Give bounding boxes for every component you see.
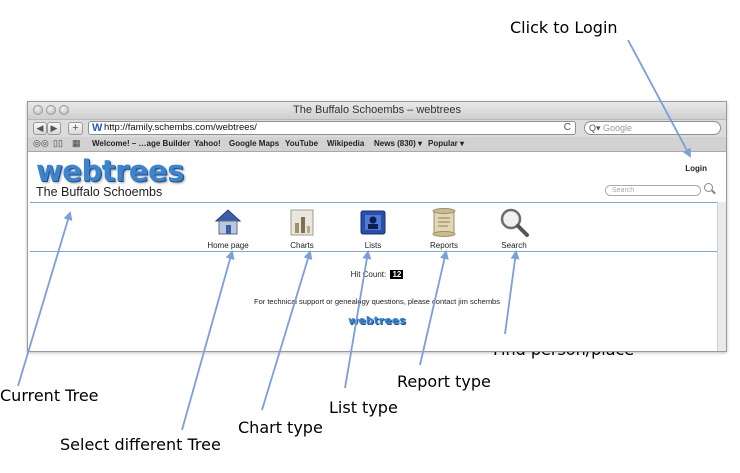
browser-search-input[interactable]: Q▾ Google [584, 121, 721, 135]
menu-search[interactable]: Search [484, 207, 544, 250]
annotation-list-type: List type [329, 398, 398, 417]
bookmark-welcome[interactable]: Welcome! – …age Builder [92, 139, 191, 148]
menu-reports-label: Reports [429, 241, 458, 250]
add-bookmark-button[interactable]: + [68, 122, 83, 135]
address-bar[interactable]: W http://family.schembs.com/webtrees/ C [88, 121, 576, 135]
arrow-current-tree [17, 211, 73, 387]
annotation-select-tree: Select different Tree [60, 435, 221, 454]
header-divider [30, 202, 718, 203]
zoom-window-button[interactable] [59, 105, 69, 115]
bookmark-popular[interactable]: Popular ▾ [428, 139, 465, 148]
menu-lists[interactable]: Lists [343, 207, 403, 250]
hit-count-value: 12 [390, 270, 404, 279]
bookmarks-bar: ◎◎ ▯▯ ▦ Welcome! – …age Builder Yahoo! G… [28, 137, 726, 152]
bookmark-wikipedia[interactable]: Wikipedia [327, 139, 365, 148]
footer-logo[interactable]: webtrees [348, 314, 406, 327]
scroll-icon [429, 207, 459, 237]
webtrees-page: webtrees The Buffalo Schoembs Login Sear… [28, 152, 726, 351]
browser-search-placeholder: Google [603, 123, 633, 133]
search-icon: Q▾ [589, 123, 601, 133]
reload-icon[interactable]: C [563, 122, 571, 133]
back-button[interactable]: ◀ [33, 122, 47, 135]
menu-reports[interactable]: Reports [414, 207, 474, 250]
house-icon [213, 207, 243, 237]
support-text: For technical support or genealogy quest… [254, 297, 500, 306]
close-window-button[interactable] [33, 105, 43, 115]
bookmark-news[interactable]: News (830) ▾ [374, 139, 423, 148]
arrow-report-type [419, 250, 449, 366]
bookmark-youtube[interactable]: YouTube [285, 139, 319, 148]
menu-home[interactable]: Home page [198, 207, 258, 250]
annotation-chart-type: Chart type [238, 418, 323, 437]
menu-search-label: Search [501, 241, 527, 250]
reading-glasses-icon[interactable]: ◎◎ [33, 138, 49, 148]
window-title: The Buffalo Schoembs – webtrees [293, 104, 461, 116]
annotation-current-tree: Current Tree [0, 386, 99, 405]
login-link[interactable]: Login [685, 164, 707, 173]
magnifier-icon [499, 207, 529, 237]
menu-divider [30, 251, 718, 252]
bookmark-google-maps[interactable]: Google Maps [229, 139, 280, 148]
site-logo[interactable]: webtrees [36, 154, 184, 188]
minimize-window-button[interactable] [46, 105, 56, 115]
address-url: http://family.schembs.com/webtrees/ [104, 122, 257, 133]
arrow-chart-type [261, 250, 313, 411]
arrow-list-type [344, 250, 372, 389]
site-favicon-icon: W [92, 122, 103, 134]
annotation-report-type: Report type [397, 372, 491, 391]
arrow-find [504, 250, 520, 335]
site-search-placeholder: Search [612, 187, 635, 194]
book-icon[interactable]: ▯▯ [53, 138, 63, 148]
chart-icon [287, 207, 317, 237]
site-search-input[interactable]: Search [605, 185, 701, 196]
menu-charts[interactable]: Charts [272, 207, 332, 250]
browser-toolbar: ◀ ▶ + W http://family.schembs.com/webtre… [28, 120, 726, 137]
grid-icon[interactable]: ▦ [72, 138, 81, 148]
menu-charts-label: Charts [290, 241, 314, 250]
hit-count-label: Hit Count: [350, 270, 387, 279]
browser-window: The Buffalo Schoembs – webtrees ◀ ▶ + W … [27, 101, 727, 352]
hit-counter: Hit Count: 12 [28, 270, 726, 279]
arrow-login [627, 39, 691, 158]
page-scrollbar[interactable] [717, 202, 726, 351]
menu-lists-label: Lists [364, 241, 382, 250]
lists-icon [358, 207, 388, 237]
forward-button[interactable]: ▶ [47, 122, 61, 135]
bookmark-yahoo[interactable]: Yahoo! [194, 139, 221, 148]
title-bar: The Buffalo Schoembs – webtrees [28, 102, 726, 120]
arrow-select-tree [181, 250, 235, 431]
current-tree-name: The Buffalo Schoembs [36, 185, 163, 199]
menu-home-label: Home page [207, 241, 249, 250]
site-search-magnifier-icon[interactable] [704, 183, 713, 192]
annotation-login: Click to Login [510, 18, 618, 37]
